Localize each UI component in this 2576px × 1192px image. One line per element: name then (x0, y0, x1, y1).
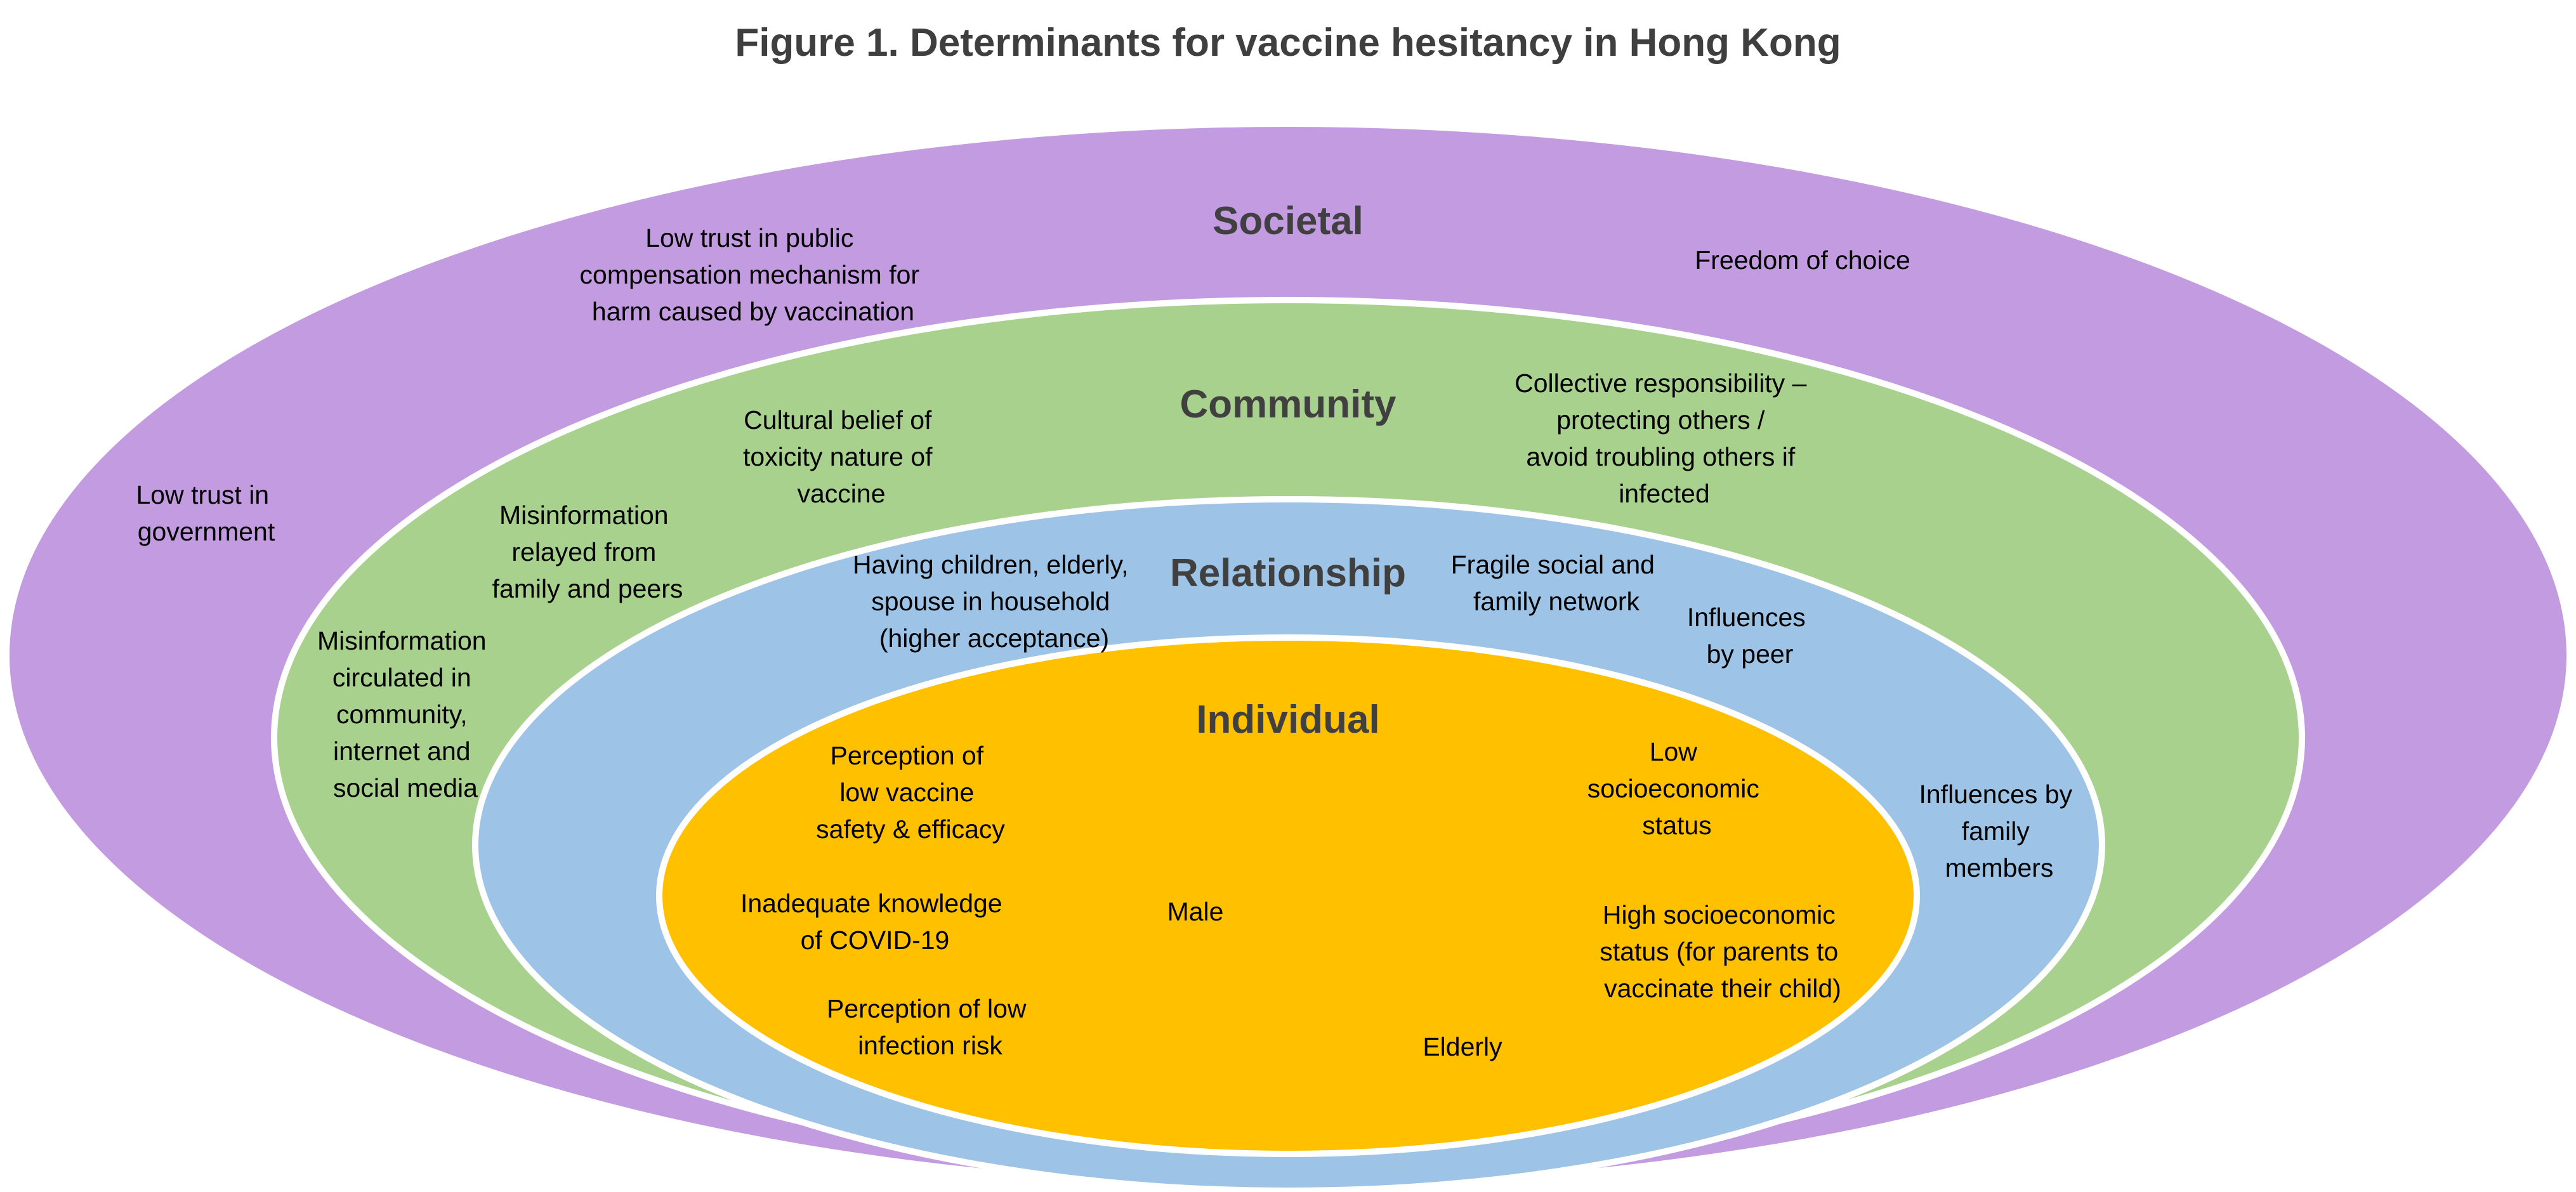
relationship-factor-fragile-network: Fragile social and family network (1451, 550, 1662, 616)
individual-factor-inadequate-knowledge: Inadequate knowledge of COVID-19 (740, 889, 1009, 955)
societal-factor-compensation: Low trust in public compensation mechani… (580, 223, 927, 326)
relationship-factor-peer-influence: Influences by peer (1687, 603, 1813, 669)
individual-factor-low-infection-risk: Perception of low infection risk (827, 994, 1034, 1060)
individual-factor-high-socioeconomic-status: High socioeconomic status (for parents t… (1600, 900, 1845, 1003)
individual-layer-title: Individual (1196, 698, 1379, 742)
societal-layer-title: Societal (1212, 199, 1364, 243)
relationship-factor-family-influence: Influences by family members (1919, 780, 2079, 882)
figure-title: Figure 1. Determinants for vaccine hesit… (735, 21, 1841, 65)
individual-factor-safety-efficacy: Perception of low vaccine safety & effic… (816, 741, 1005, 844)
relationship-layer-title: Relationship (1170, 551, 1406, 595)
societal-factor-low-trust-government: Low trust in government (136, 480, 276, 546)
community-factor-collective-responsibility: Collective responsibility – protecting o… (1515, 369, 1814, 508)
individual-factor-low-socioeconomic-status: Low socioeconomic status (1587, 737, 1767, 840)
community-factor-misinformation-family-peers: Misinformation relayed from family and p… (492, 501, 683, 603)
community-layer-title: Community (1180, 383, 1397, 426)
societal-factor-freedom-of-choice: Freedom of choice (1695, 246, 1910, 275)
individual-factor-male: Male (1167, 897, 1224, 926)
individual-ellipse (656, 634, 1920, 1157)
community-factor-cultural-belief: Cultural belief of toxicity nature of va… (743, 405, 940, 508)
relationship-factor-household: Having children, elderly, spouse in hous… (853, 550, 1136, 653)
individual-factor-elderly: Elderly (1423, 1032, 1502, 1061)
community-factor-misinformation-community-media: Misinformation circulated in community, … (317, 626, 494, 802)
